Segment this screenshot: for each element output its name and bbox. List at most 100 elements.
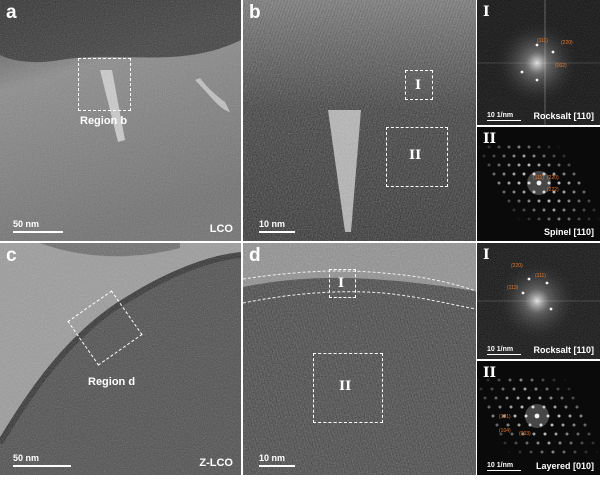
diffraction-spot (506, 423, 510, 427)
diffraction-spot (499, 432, 503, 436)
scale-label: 10 1/nm (487, 111, 514, 119)
diffraction-spot (567, 217, 571, 221)
diffraction-spot (552, 378, 556, 382)
diffraction-spot (502, 414, 506, 418)
diffraction-spot (542, 405, 546, 409)
diffraction-spot (563, 378, 567, 382)
diffraction-spot (576, 432, 580, 436)
diffraction-spot (575, 405, 579, 409)
diffraction-spot (552, 172, 556, 176)
diffraction-spot (507, 450, 511, 454)
diffraction-spot (572, 208, 576, 212)
diffraction-spot (571, 396, 575, 400)
diffraction-spot (512, 190, 516, 194)
diffraction-spot (507, 199, 511, 203)
region-box-II (386, 127, 448, 187)
fft-pattern (477, 0, 600, 125)
diffraction-spot (477, 378, 479, 382)
diffraction-spot (494, 396, 498, 400)
scale-label: 10 nm (259, 453, 286, 463)
hrtem-image-d (243, 243, 476, 475)
diffraction-spot (522, 208, 526, 212)
miller-index: (113) (507, 285, 519, 291)
diffraction-spot (592, 208, 596, 212)
zone-axis-label: Spinel [110] (543, 227, 594, 237)
diffraction-spot (497, 163, 501, 167)
fft-label: I (483, 247, 490, 263)
diffraction-spot (587, 199, 591, 203)
diffraction-spot (567, 199, 571, 203)
miller-index: (111) (537, 38, 548, 44)
scale-bar: 50 nm (13, 219, 63, 233)
diffraction-spot (542, 172, 546, 176)
diffraction-spot (517, 181, 521, 185)
diffraction-spot (560, 396, 564, 400)
diffraction-spot (497, 181, 501, 185)
scale-bar: 10 nm (259, 453, 295, 467)
diffraction-spot (534, 413, 540, 419)
scale-label: 10 1/nm (487, 461, 514, 469)
diffraction-spot (557, 163, 561, 167)
diffraction-spot (537, 163, 541, 167)
diffraction-spot (545, 387, 549, 391)
diffraction-spot (507, 145, 511, 149)
miller-index: (003) (519, 431, 531, 437)
scale-bar: 10 1/nm (487, 111, 521, 121)
diffraction-spot (482, 154, 486, 158)
diffraction-spot (597, 217, 600, 221)
diffraction-spot (547, 441, 551, 445)
diffraction-spot (524, 414, 528, 418)
diffraction-spot (502, 190, 506, 194)
diffraction-spot (517, 199, 521, 203)
miller-index: (220) (561, 40, 573, 46)
region-label-II: II (409, 148, 422, 163)
diffraction-spot (486, 378, 490, 382)
diffraction-spot (536, 441, 540, 445)
panel-c: c Region d 50 nm Z-LCO (0, 243, 241, 475)
diffraction-spot (582, 190, 586, 194)
miller-index: (220) (511, 263, 523, 269)
scale-label: 50 nm (13, 453, 40, 463)
diffraction-spot (519, 378, 523, 382)
diffraction-spot (527, 145, 531, 149)
diffraction-spot (517, 423, 521, 427)
diffraction-spot (552, 154, 556, 158)
diffraction-spot (582, 208, 586, 212)
diffraction-spot (541, 378, 545, 382)
diffraction-spot (540, 450, 544, 454)
fft-pattern (477, 145, 600, 221)
diffraction-spot (547, 217, 551, 221)
miller-index: (222) (547, 187, 559, 193)
fft-pattern (477, 243, 600, 359)
diffraction-spot (490, 387, 494, 391)
diffraction-spot (554, 432, 558, 436)
diffraction-spot (530, 378, 534, 382)
diffraction-spot (572, 423, 576, 427)
panel-label: c (6, 245, 17, 266)
zone-axis-label: Rocksalt [110] (533, 111, 594, 121)
miller-index: (104) (499, 428, 511, 434)
diffraction-spot (551, 450, 555, 454)
tem-image-c (0, 243, 241, 475)
diffraction-spot (527, 396, 531, 400)
panel-a: a Region b 50 nm LCO (0, 0, 241, 241)
fft-b-I: I (111) (220) (002) 10 1/nm Rocksalt [11… (477, 0, 600, 125)
diffraction-spot (557, 414, 561, 418)
diffraction-spot (567, 181, 571, 185)
diffraction-spot (527, 181, 531, 185)
scale-bar: 10 1/nm (487, 346, 521, 355)
diffraction-spot (579, 414, 583, 418)
diffraction-spot (537, 217, 541, 221)
region-label: Region b (80, 115, 128, 127)
diffraction-spot (517, 217, 521, 221)
diffraction-spot (567, 163, 571, 167)
zone-axis-label: Layered [010] (535, 461, 594, 471)
diffraction-spot (487, 145, 491, 149)
diffraction-spot (577, 217, 581, 221)
diffraction-spot (512, 208, 516, 212)
diffraction-spot (547, 163, 551, 167)
diffraction-spot (523, 387, 527, 391)
diffraction-spot (583, 423, 587, 427)
diffraction-spot (477, 145, 481, 149)
diffraction-spot (572, 190, 576, 194)
